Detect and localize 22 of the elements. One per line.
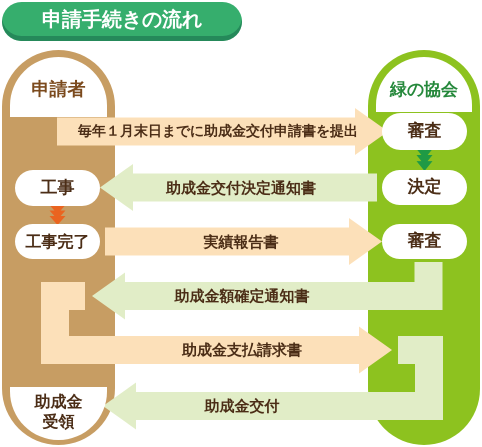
step-box: 工事完了 [15, 224, 100, 259]
step-box: 工事 [15, 170, 100, 206]
title-banner: 申請手続きの流れ [2, 2, 242, 41]
block-arrow [41, 282, 392, 374]
edge-label: 毎年１月末日までに助成金交付申請書を提出 [78, 124, 358, 140]
lane-heading: 緑の協会 [388, 79, 459, 101]
edge-label: 実績報告書 [204, 233, 278, 250]
edge-label: 助成金支払請求書 [182, 342, 302, 358]
chevron-arrow [416, 149, 432, 171]
block-arrow [92, 262, 442, 320]
edge-label: 助成金額確定通知書 [174, 288, 310, 304]
step-box: 決定 [382, 170, 467, 205]
edge-label: 助成金交付決定通知書 [166, 179, 316, 196]
block-arrow [100, 164, 377, 211]
block-arrow [103, 336, 443, 430]
chevron-arrow [50, 205, 66, 225]
step-box: 審査 [382, 113, 467, 150]
step-box: 助成金受領 [10, 387, 107, 440]
step-box: 審査 [382, 224, 467, 259]
block-arrow [105, 218, 382, 265]
edge-label: 助成金交付 [204, 398, 280, 414]
lane-heading: 申請者 [30, 79, 86, 101]
